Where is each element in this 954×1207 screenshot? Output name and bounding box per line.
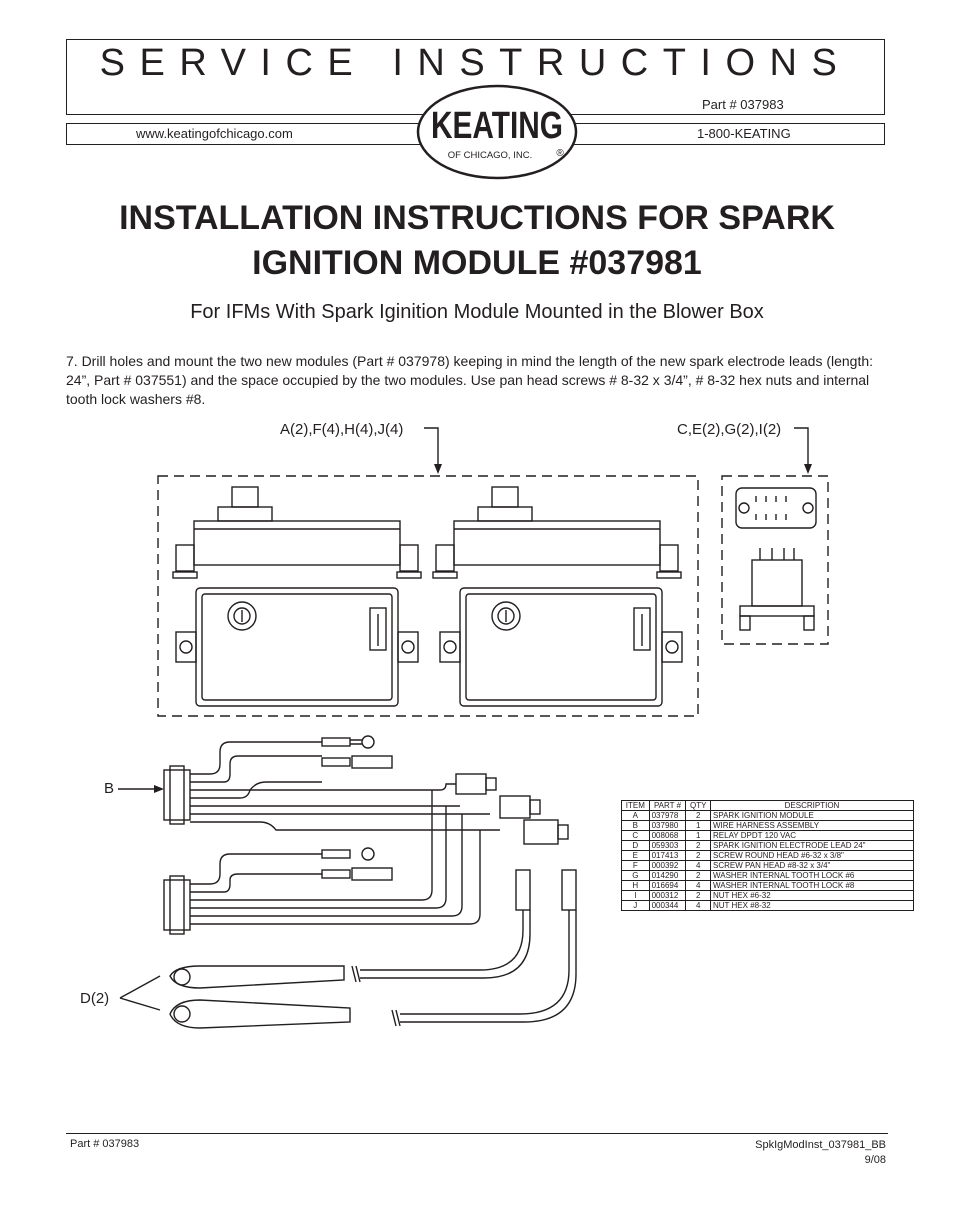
document-title-line2: IGNITION MODULE #037981 — [252, 244, 702, 282]
footer-part-number: Part # 037983 — [70, 1138, 140, 1150]
callout-leads: D(2) — [80, 990, 109, 1007]
header-part-number: Part # 037983 — [702, 97, 784, 112]
bom-part: 016694 — [648, 880, 687, 891]
bom-description: NUT HEX #6-32 — [710, 890, 914, 901]
bom-item: I — [621, 890, 650, 901]
bom-description: SCREW ROUND HEAD #6-32 x 3/8" — [710, 850, 914, 861]
logo-name: KEATING — [431, 105, 563, 147]
callout-relay: C,E(2),G(2),I(2) — [677, 421, 781, 438]
bom-item: G — [621, 870, 650, 881]
wire-harness-assembly — [163, 735, 569, 935]
bom-part: 037978 — [648, 810, 687, 821]
callout-harness: B — [104, 780, 114, 797]
bom-part: 000392 — [648, 860, 687, 871]
spark-electrode-leads — [169, 869, 577, 1029]
bom-header-part: PART # — [648, 800, 687, 811]
bom-header-qty: QTY — [685, 800, 711, 811]
bom-item: D — [621, 840, 650, 851]
bom-item: B — [621, 820, 650, 831]
callout-modules: A(2),F(4),H(4),J(4) — [280, 421, 403, 438]
logo-registered-mark: ® — [556, 148, 564, 159]
relay-side-view — [739, 548, 815, 631]
bom-description: WASHER INTERNAL TOOTH LOCK #8 — [710, 880, 914, 891]
document-title-line1: INSTALLATION INSTRUCTIONS FOR SPARK — [119, 199, 835, 237]
bom-item: F — [621, 860, 650, 871]
bom-qty: 2 — [685, 840, 711, 851]
installation-diagram: A(2),F(4),H(4),J(4) C,E(2),G(2),I(2) B D… — [60, 410, 920, 1050]
website-link[interactable]: www.keatingofchicago.com — [136, 126, 293, 141]
bom-item: E — [621, 850, 650, 861]
footer-doc-code: SpkIgModInst_037981_BB — [755, 1139, 886, 1151]
bom-header-description: DESCRIPTION — [710, 800, 914, 811]
bom-qty: 1 — [685, 830, 711, 841]
bom-item: C — [621, 830, 650, 841]
bom-qty: 4 — [685, 860, 711, 871]
spark-module-1-top-view — [175, 587, 419, 707]
bom-qty: 2 — [685, 870, 711, 881]
bom-part: 008068 — [648, 830, 687, 841]
bom-qty: 1 — [685, 820, 711, 831]
bom-item: H — [621, 880, 650, 891]
spark-module-2-top-view — [439, 587, 683, 707]
bom-part: 000344 — [648, 900, 687, 911]
bom-part: 000312 — [648, 890, 687, 901]
bom-description: NUT HEX #8-32 — [710, 900, 914, 911]
bom-header-item: ITEM — [621, 800, 650, 811]
callout-leader-leads — [119, 975, 161, 1011]
spark-module-2-side-view — [432, 486, 682, 579]
bom-description: WASHER INTERNAL TOOTH LOCK #6 — [710, 870, 914, 881]
bom-qty: 2 — [685, 810, 711, 821]
step-7-text: 7. Drill holes and mount the two new mod… — [66, 353, 874, 407]
footer-doc-info: SpkIgModInst_037981_BB 9/08 — [755, 1138, 886, 1168]
bom-qty: 4 — [685, 880, 711, 891]
bom-description: RELAY DPDT 120 VAC — [710, 830, 914, 841]
callout-leader-modules — [424, 427, 442, 474]
bom-item: A — [621, 810, 650, 821]
document-subtitle: For IFMs With Spark Iginition Module Mou… — [190, 301, 764, 323]
spark-module-1-side-view — [172, 486, 422, 579]
bom-qty: 2 — [685, 850, 711, 861]
bom-qty: 4 — [685, 900, 711, 911]
callout-leader-relay — [794, 427, 812, 474]
keating-logo: KEATING OF CHICAGO, INC. ® — [414, 82, 580, 182]
footer-divider — [66, 1133, 888, 1134]
logo-tagline: OF CHICAGO, INC. — [448, 150, 532, 161]
bom-description: SPARK IGNITION MODULE — [710, 810, 914, 821]
bom-part: 014290 — [648, 870, 687, 881]
relay-dashed-box — [721, 475, 829, 645]
bom-item: J — [621, 900, 650, 911]
bom-description: SCREW PAN HEAD #8-32 x 3/4" — [710, 860, 914, 871]
bom-header-row: ITEM PART # QTY DESCRIPTION — [621, 800, 914, 811]
bom-qty: 2 — [685, 890, 711, 901]
bom-description: WIRE HARNESS ASSEMBLY — [710, 820, 914, 831]
bom-part: 037980 — [648, 820, 687, 831]
bom-part: 059303 — [648, 840, 687, 851]
bom-description: SPARK IGNITION ELECTRODE LEAD 24" — [710, 840, 914, 851]
footer-date: 9/08 — [864, 1154, 886, 1166]
document-title: INSTALLATION INSTRUCTIONS FOR SPARK IGNI… — [40, 196, 914, 286]
bom-part: 017413 — [648, 850, 687, 861]
phone-number: 1-800-KEATING — [697, 126, 791, 141]
service-instructions-title: SERVICE INSTRUCTIONS — [99, 42, 852, 84]
relay-top-view — [735, 487, 817, 529]
modules-dashed-box — [157, 475, 699, 717]
callout-leader-harness — [118, 785, 164, 793]
